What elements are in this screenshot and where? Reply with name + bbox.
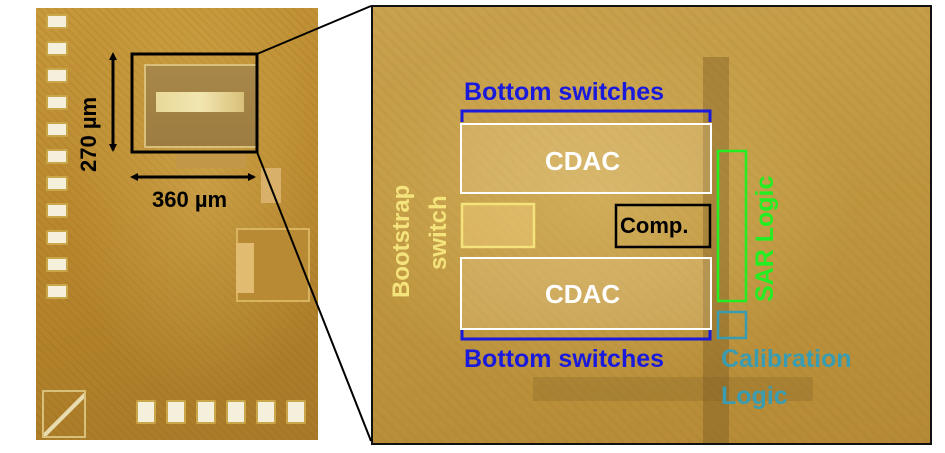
bond-pad <box>46 257 68 272</box>
bottom-switches-bracket-bottom <box>460 328 712 341</box>
bottom-pad-row <box>136 400 306 424</box>
left-pad-column <box>46 14 68 311</box>
sar-logic-label: SAR Logic <box>751 175 779 302</box>
bond-pad <box>46 230 68 245</box>
calibration-logic-box <box>716 310 748 340</box>
bond-pad <box>46 176 68 191</box>
bond-pad <box>46 203 68 218</box>
height-dimension-label: 270 µm <box>76 96 101 172</box>
alignment-mark <box>42 390 86 438</box>
calibration-logic-label: Logic <box>721 382 788 410</box>
zoom-inset <box>371 5 932 445</box>
bottom-switches-label-bottom: Bottom switches <box>464 345 665 373</box>
switch-label: switch <box>425 195 452 270</box>
sar-logic-box <box>716 149 748 303</box>
zoom-selection-box <box>130 52 259 154</box>
bootstrap-switch-box <box>460 202 536 249</box>
calibration-label: Calibration <box>721 345 852 373</box>
bond-pad <box>46 149 68 164</box>
bond-pad <box>226 400 246 424</box>
cdac-bottom-box <box>460 257 712 330</box>
circuit-block <box>176 153 246 168</box>
bond-pad <box>46 14 68 29</box>
adc-core-block <box>144 64 258 148</box>
width-dimension-label: 360 µm <box>152 187 228 212</box>
bottom-switches-bracket-top <box>460 109 712 122</box>
bond-pad <box>256 400 276 424</box>
bond-pad <box>286 400 306 424</box>
zoom-connector-top <box>256 5 372 55</box>
metal-trace <box>533 377 813 401</box>
circuit-block <box>236 243 254 293</box>
bootstrap-label: Bootstrap <box>388 184 415 298</box>
comparator-box <box>614 203 712 249</box>
comparator-label: Comp. <box>620 213 689 238</box>
die-photo <box>36 8 318 440</box>
cdac-bottom-label: CDAC <box>545 279 621 309</box>
metal-trace <box>703 57 729 443</box>
bond-pad <box>46 122 68 137</box>
bond-pad <box>136 400 156 424</box>
bottom-switches-label-top: Bottom switches <box>464 78 665 106</box>
cdac-top-label: CDAC <box>545 146 621 176</box>
adc-core-center <box>156 92 244 112</box>
bond-pad <box>46 41 68 56</box>
bond-pad <box>46 68 68 83</box>
bond-pad <box>196 400 216 424</box>
cdac-top-box <box>460 123 712 194</box>
bond-pad <box>46 284 68 299</box>
zoom-connector-bottom <box>256 151 372 442</box>
bond-pad <box>46 95 68 110</box>
bond-pad <box>166 400 186 424</box>
